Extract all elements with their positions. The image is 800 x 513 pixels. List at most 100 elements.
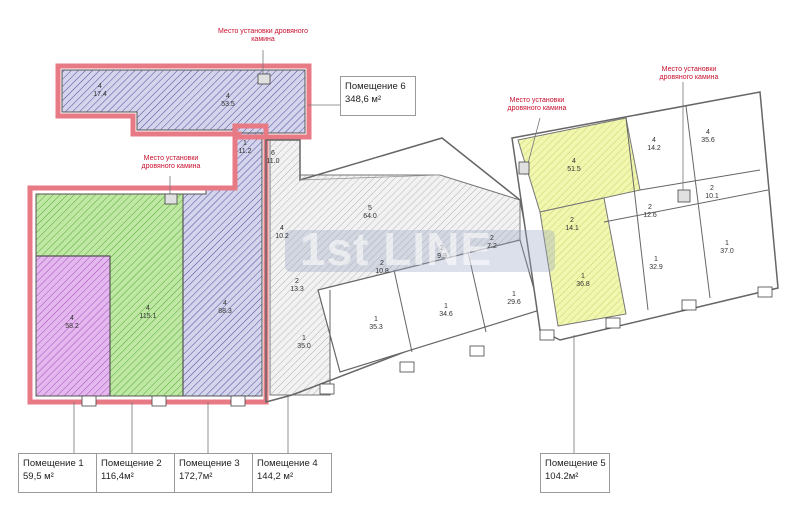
wall-line [625, 117, 649, 311]
premise-area: 59,5 м² [23, 471, 54, 482]
rooms-1-3-outline [27, 123, 269, 405]
fireplace-icon [257, 73, 271, 85]
room-number: 4 [98, 83, 102, 90]
building-outline [265, 137, 541, 403]
room-number: 1 [374, 316, 378, 323]
room-area: 34.6 [439, 311, 453, 318]
room-area: 14.2 [647, 145, 661, 152]
premise-name: Помещение 1 [23, 458, 84, 469]
premise-area: 144,2 м² [257, 471, 294, 482]
window-icon [399, 361, 415, 373]
room-number: 5 [368, 205, 372, 212]
wall-line [393, 269, 413, 353]
premise-name: Помещение 4 [257, 458, 318, 469]
room-number: 2 [570, 217, 574, 224]
wall-line [603, 189, 769, 223]
room-number: 2 [648, 204, 652, 211]
premise-label-4: Помещение 4 144,2 м² [252, 453, 332, 493]
room-area: 11.2 [238, 148, 251, 155]
room-number: 4 [226, 93, 230, 100]
fireplace-note: Место установки дровяного камина [507, 97, 567, 112]
premise-area: 104.2м² [545, 471, 579, 482]
room-number: 1 [512, 291, 516, 298]
premise-label-2: Помещение 2 116,4м² [96, 453, 176, 493]
window-icon [230, 395, 246, 407]
premise-label-5: Помещение 5 104.2м² [540, 453, 610, 493]
room-number: 1 [444, 303, 448, 310]
premise-label-6: Помещение 6 348,6 м² [340, 76, 416, 116]
windows [81, 286, 773, 407]
middle-wing [265, 137, 541, 403]
window-icon [319, 383, 335, 395]
fireplace-markers [164, 73, 691, 205]
room-number: 6 [271, 150, 275, 157]
room-number: 2 [710, 185, 714, 192]
premise-area: 116,4м² [101, 471, 134, 482]
room-area: 13.3 [290, 286, 304, 293]
room-area: 7.2 [487, 243, 497, 250]
wall-line [299, 174, 441, 181]
room-number: 4 [652, 137, 656, 144]
room-area: 12.6 [643, 212, 657, 219]
room-number: 1 [243, 140, 247, 147]
room-area: 10.1 [705, 193, 719, 200]
room-area: 11.0 [266, 158, 279, 165]
room-number: 2 [490, 235, 494, 242]
room-number: 4 [572, 158, 576, 165]
room-area: 10.8 [375, 268, 389, 275]
wall-line [685, 105, 711, 299]
premise-name: Помещение 2 [101, 458, 162, 469]
room-number: 4 [223, 300, 227, 307]
room-area: 32.9 [649, 264, 663, 271]
room-area: 36.8 [576, 281, 590, 288]
window-icon [81, 395, 97, 407]
wall-line [467, 251, 487, 333]
room-area: 37.0 [720, 248, 734, 255]
fireplace-note: Место установки дровяного камина [141, 155, 201, 170]
room-number: 2 [295, 278, 299, 285]
room-area: 9.9 [437, 253, 447, 260]
room-number: 4 [280, 225, 284, 232]
window-icon [469, 345, 485, 357]
room-number: 2 [440, 245, 444, 252]
fireplace-icon [677, 189, 691, 203]
fireplace-icon [518, 161, 530, 175]
fireplace-icon [164, 193, 178, 205]
room-number: 4 [146, 305, 150, 312]
room-area: 29.6 [507, 299, 521, 306]
leader-lines [73, 50, 684, 453]
premise-name: Помещение 6 [345, 81, 406, 92]
room-area: 88.3 [218, 308, 232, 315]
room-number: 4 [706, 129, 710, 136]
window-icon [605, 317, 621, 329]
premise-area: 348,6 м² [345, 94, 382, 105]
room-1-fill [35, 255, 111, 397]
room-area: 10.2 [275, 233, 289, 240]
wall-line [639, 169, 761, 191]
room-area: 115.1 [140, 313, 157, 320]
window-icon [151, 395, 167, 407]
room-5-fill [539, 197, 627, 327]
room-area: 53.5 [221, 101, 235, 108]
room-area: 35.3 [369, 324, 383, 331]
premise-name: Помещение 5 [545, 458, 606, 469]
window-icon [539, 329, 555, 341]
room-area: 58.2 [65, 323, 79, 330]
room-area: 51.5 [567, 166, 581, 173]
room-number: 1 [581, 273, 585, 280]
room-number: 4 [70, 315, 74, 322]
room-area: 35.6 [701, 137, 715, 144]
left-wing [27, 63, 312, 405]
room-number: 1 [654, 256, 658, 263]
room-area: 64.0 [363, 213, 377, 220]
fireplace-note: Место установки дровяного камина [218, 28, 308, 43]
premise-name: Помещение 3 [179, 458, 240, 469]
room-number: 1 [725, 240, 729, 247]
right-wing [511, 91, 779, 341]
room-area: 14.1 [565, 225, 579, 232]
premise-label-3: Помещение 3 172,7м² [174, 453, 254, 493]
window-icon [681, 299, 697, 311]
fireplace-note: Место установки дровяного камина [659, 66, 719, 81]
